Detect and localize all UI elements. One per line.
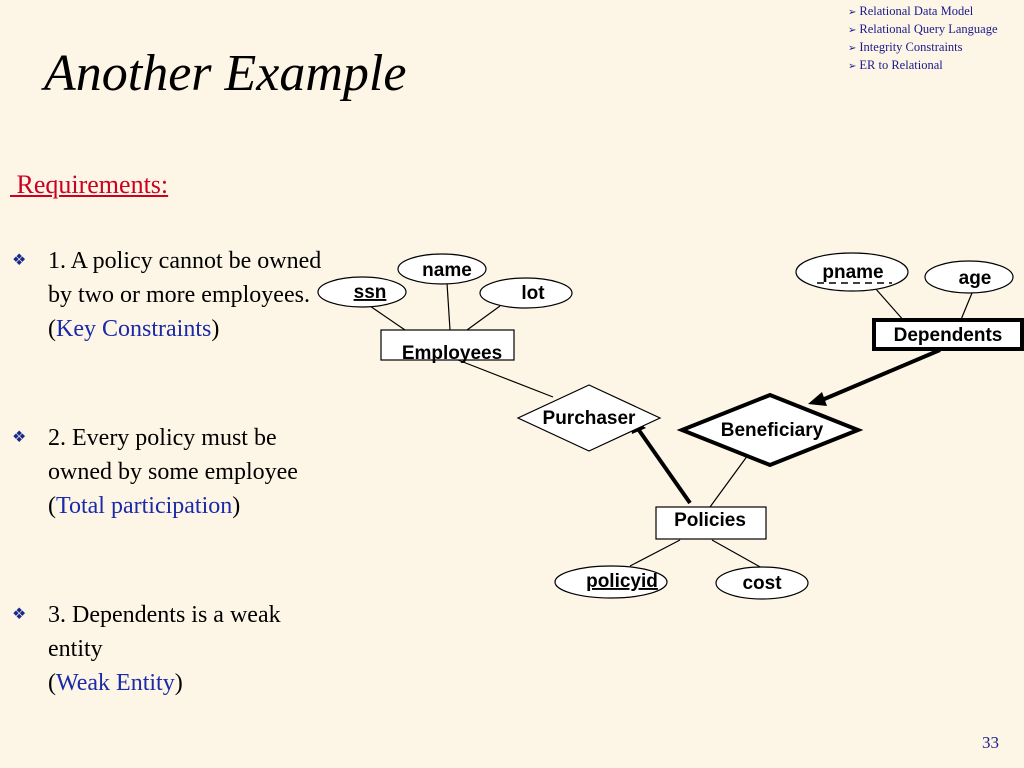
attr-cost-oval bbox=[715, 566, 809, 600]
nav-item-integrity-constraints[interactable]: ➢Integrity Constraints bbox=[848, 40, 963, 54]
edge-policies-policyid bbox=[629, 539, 681, 567]
diagram-connectors bbox=[369, 282, 973, 569]
relationship-beneficiary-diamond bbox=[676, 392, 864, 468]
attr-lot-oval bbox=[479, 277, 573, 309]
entity-policies-box bbox=[655, 506, 767, 540]
edge-ssn-employees bbox=[369, 305, 406, 331]
nav-item-relational-data-model[interactable]: ➢Relational Data Model bbox=[848, 4, 974, 18]
arrow-right-icon: ➢ bbox=[848, 43, 857, 54]
arrow-right-icon: ➢ bbox=[848, 7, 857, 18]
bullet-text: 1. A policy cannot be owned by two or mo… bbox=[48, 248, 322, 342]
relationship-beneficiary-label: Beneficiary bbox=[721, 420, 824, 441]
slide-number: 33 bbox=[982, 733, 999, 752]
attr-ssn-label: ssn bbox=[354, 282, 387, 303]
entity-policies-label: Policies bbox=[674, 510, 746, 531]
attr-pname-label: pname bbox=[822, 262, 883, 283]
attr-name-oval bbox=[397, 253, 487, 285]
attr-lot-label: lot bbox=[521, 283, 545, 304]
arrow-right-icon: ➢ bbox=[848, 25, 857, 36]
edge-beneficiary-policies bbox=[709, 454, 749, 508]
edge-employees-purchaser bbox=[457, 359, 554, 398]
arrowhead-beneficiary-icon bbox=[808, 392, 827, 406]
diamond-bullet-icon: ❖ bbox=[12, 252, 27, 269]
edge-policies-cost bbox=[711, 539, 763, 569]
arrow-dependents-beneficiary bbox=[821, 348, 941, 402]
attr-name-label: name bbox=[422, 260, 472, 281]
edge-name-employees bbox=[446, 282, 451, 331]
nav-item-relational-query-language[interactable]: ➢Relational Query Language bbox=[848, 22, 998, 36]
edge-pname-dependents bbox=[874, 287, 906, 323]
topic-nav: ➢Relational Data Model ➢Relational Query… bbox=[848, 3, 998, 75]
constraint-label: Key Constraints bbox=[56, 316, 212, 342]
diamond-bullet-icon: ❖ bbox=[12, 429, 27, 446]
attr-cost-label: cost bbox=[742, 573, 782, 594]
constraint-label: Total participation bbox=[56, 493, 233, 519]
bullet-text: 3. Dependents is a weak entity (Weak Ent… bbox=[48, 602, 281, 696]
entity-employees-label: Employees bbox=[402, 343, 502, 364]
relationship-purchaser-diamond bbox=[516, 384, 662, 452]
edge-age-dependents bbox=[959, 292, 973, 323]
relationship-purchaser-label: Purchaser bbox=[543, 408, 637, 429]
slide-title: Another Example bbox=[44, 45, 407, 102]
arrow-policies-purchaser bbox=[634, 424, 692, 505]
arrow-right-icon: ➢ bbox=[848, 61, 857, 72]
attribute-ovals bbox=[317, 252, 1014, 600]
entity-dependents-label: Dependents bbox=[894, 325, 1003, 346]
entity-dependents-box bbox=[872, 318, 1024, 351]
attr-policyid-oval bbox=[554, 565, 668, 599]
requirements-heading: Requirements: bbox=[10, 170, 169, 199]
attr-policyid-label: policyid bbox=[586, 571, 658, 592]
edge-lot-employees bbox=[466, 305, 501, 331]
attr-ssn-oval bbox=[317, 276, 407, 308]
attr-pname-oval bbox=[795, 252, 909, 292]
bullet-text: 2. Every policy must be owned by some em… bbox=[48, 425, 298, 519]
constraint-label: Weak Entity bbox=[56, 670, 175, 696]
attr-age-label: age bbox=[959, 268, 992, 289]
diamond-bullet-icon: ❖ bbox=[12, 606, 27, 623]
attr-age-oval bbox=[924, 260, 1014, 294]
nav-item-er-to-relational[interactable]: ➢ER to Relational bbox=[848, 58, 943, 72]
entity-employees-box bbox=[380, 329, 515, 361]
diagram-arrows bbox=[634, 348, 941, 505]
